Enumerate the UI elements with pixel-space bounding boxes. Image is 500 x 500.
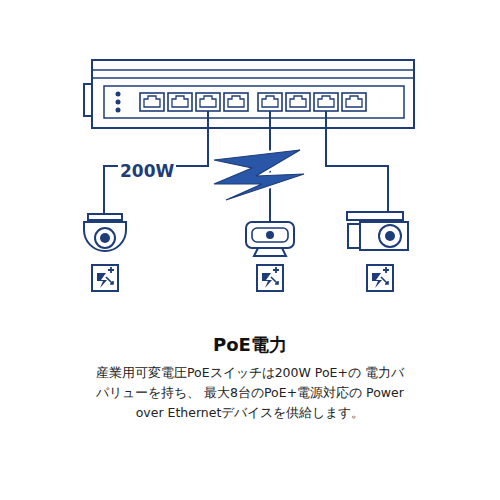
title: PoE電力 xyxy=(0,333,500,357)
power-label: 200W xyxy=(118,161,176,181)
caption: 産業用可変電圧PoEスイッチは200W PoE+の 電力バパリューを持ち、 最大… xyxy=(95,363,405,423)
